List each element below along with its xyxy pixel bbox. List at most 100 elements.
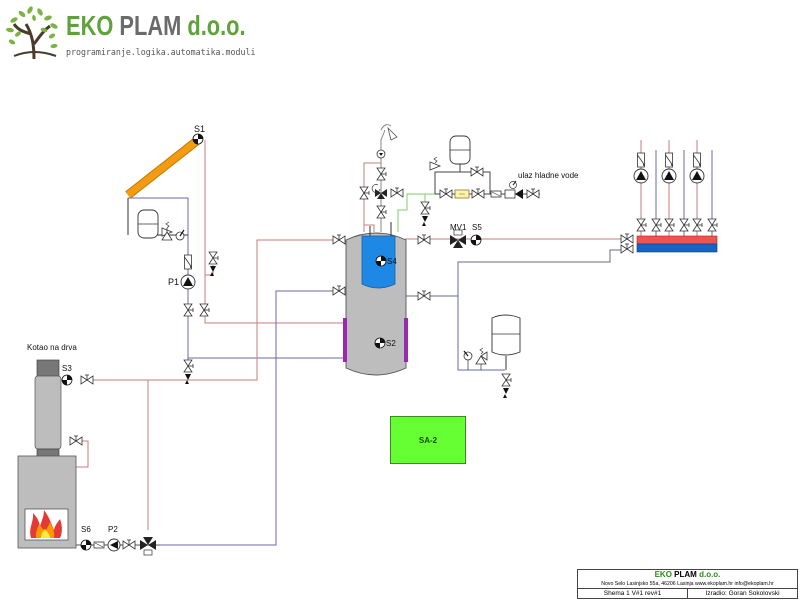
sensor-s4-icon [375,255,387,267]
check-valve-icon [184,254,193,270]
valve-icon[interactable] [376,205,387,219]
label-s3: S3 [62,364,72,373]
pump-p1-icon[interactable] [180,274,196,290]
valve-icon[interactable] [359,186,370,200]
dhw-hot-pipe [397,193,435,232]
valve-icon[interactable] [636,218,647,232]
pressure-reducer-icon [504,180,523,199]
controller-label: SA-2 [418,435,438,445]
pressure-gauge-icon [175,229,185,241]
label-s5: S5 [472,223,482,232]
valve-icon[interactable] [332,285,346,296]
buffer-tank [343,222,408,376]
circuit-pump-icon[interactable] [633,168,649,184]
title-block-author: Izradio: Goran Sokolovski [705,590,780,597]
tank-return-pipe [160,290,345,546]
check-valve-icon [93,541,105,549]
check-valve-icon [693,152,702,168]
circuit-pump-icon[interactable] [661,168,677,184]
check-valve-icon [665,152,674,168]
valve-icon[interactable] [620,243,634,254]
brand-eko: EKO [66,10,114,41]
label-p2: P2 [108,525,118,534]
flame-icon [30,510,62,538]
manifold-circuits [633,152,718,232]
valve-icon[interactable] [122,539,136,550]
label-s4: S4 [387,257,397,266]
mixing-valve-mv1-icon[interactable] [450,229,466,248]
solar-collector [125,136,201,199]
valve-icon[interactable] [679,218,690,232]
sensor-s2-icon [374,337,386,349]
dhw-hot-pipe-2 [407,193,426,203]
valve-icon[interactable] [376,167,387,181]
check-valve-icon [637,152,646,168]
label-s1: S1 [194,124,205,134]
shower-pipe [380,129,386,232]
safety-valve-icon [475,347,488,370]
label-boiler-title: Kotao na drva [27,343,77,352]
brand-plam: PLAM [119,10,182,41]
valve-icon[interactable] [692,218,703,232]
title-block-company: EKO PLAM d.o.o. [578,570,797,580]
circuit-pump-icon[interactable] [689,168,705,184]
expansion-vessel-icon [137,209,159,239]
title-company-second: PLAM [674,570,697,579]
solar-flow-pipe [204,140,345,324]
valve-icon[interactable] [526,188,540,199]
brand-suffix: d.o.o. [187,10,246,41]
valve-icon[interactable] [439,188,453,199]
valve-icon[interactable] [80,374,94,385]
boiler-mixing-valve-icon[interactable] [140,537,156,556]
tank-top-flow-pipe [88,239,345,381]
valve-icon[interactable] [620,233,634,244]
label-mv1: MV1 [450,223,467,232]
safety-valve-icon [429,156,442,171]
heating-return-pipe [405,249,625,297]
water-meter-icon [454,189,470,199]
label-cold-water-inlet: ulaz hladne vode [518,171,579,180]
valve-icon[interactable] [417,234,431,245]
drain-valve-icon[interactable] [421,202,430,226]
shower-head-icon [380,124,398,141]
heating-expansion-vessel [491,314,521,370]
brand-name: EKO PLAM d.o.o. [66,10,246,42]
valve-icon[interactable] [69,435,83,446]
label-s6: S6 [81,525,91,534]
wood-boiler [17,359,77,549]
valve-icon[interactable] [390,187,404,198]
valve-icon[interactable] [470,166,484,177]
safety-valve-icon [161,221,174,241]
title-company-first: EKO [654,570,672,579]
title-block-address: Novo Selo Lasinjsko 55a, 46206 Lasinja w… [578,580,797,589]
expansion-line [457,262,505,371]
flow-indicator-icon [376,149,386,159]
valve-icon[interactable] [664,218,675,232]
valve-icon[interactable] [707,218,718,232]
valve-icon[interactable] [183,303,194,317]
thermostatic-mixing-valve-icon[interactable] [371,184,387,199]
sensor-s5-icon [470,234,482,246]
valve-icon[interactable] [471,188,485,199]
valve-icon[interactable] [332,234,346,245]
title-block: EKO PLAM d.o.o. Novo Selo Lasinjsko 55a,… [577,569,798,599]
heating-manifold [636,235,718,253]
controller-sa2[interactable]: SA-2 [390,416,466,464]
tree-icon [6,6,58,60]
strainer-icon [490,190,502,198]
title-block-scheme: Shema 1 V#1 rev#1 [578,589,688,598]
sensor-s1-icon [192,133,204,145]
drain-valve-icon[interactable] [502,374,511,398]
dhw-expansion-vessel-icon [449,135,471,165]
dhw-circulation-pipe [363,162,381,232]
valve-icon[interactable] [651,218,662,232]
pump-p2-icon[interactable] [107,538,121,552]
label-p1: P1 [168,277,179,287]
label-s2: S2 [386,339,396,348]
sensor-s6-icon [80,539,92,551]
title-company-suffix: d.o.o. [699,570,721,579]
valve-icon[interactable] [199,303,210,317]
sensor-s3-icon [61,374,73,386]
valve-icon[interactable] [417,290,431,301]
